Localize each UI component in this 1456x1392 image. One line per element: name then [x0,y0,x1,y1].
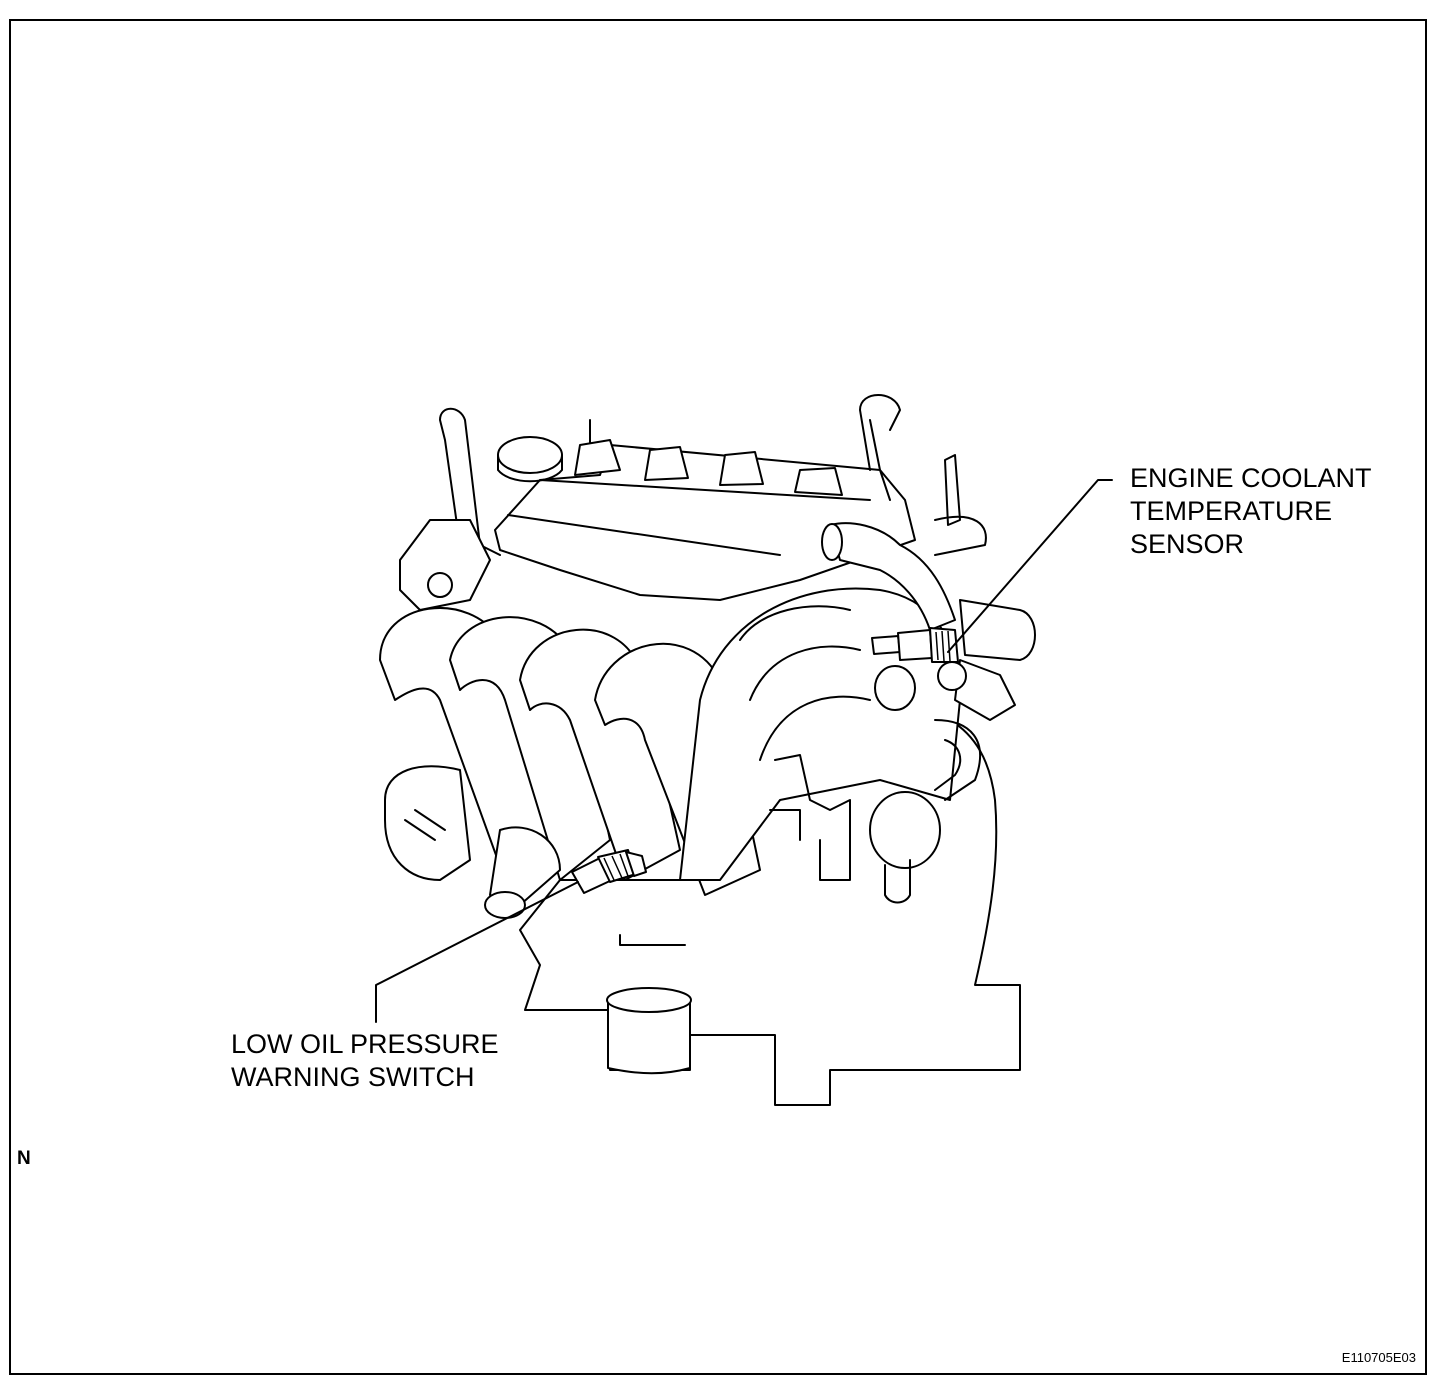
water-hose [829,522,956,631]
ect-leader-line [947,479,1113,653]
oil-filler-cap [497,436,563,474]
figure-code: E110705E03 [1341,1350,1416,1365]
engine-coolant-temperature-sensor [871,627,959,663]
oil-switch-leader-line [375,881,579,1023]
low-oil-pressure-warning-switch [571,849,647,894]
pulley [869,791,941,869]
alternator [384,765,471,881]
corner-mark: N [17,1148,31,1169]
